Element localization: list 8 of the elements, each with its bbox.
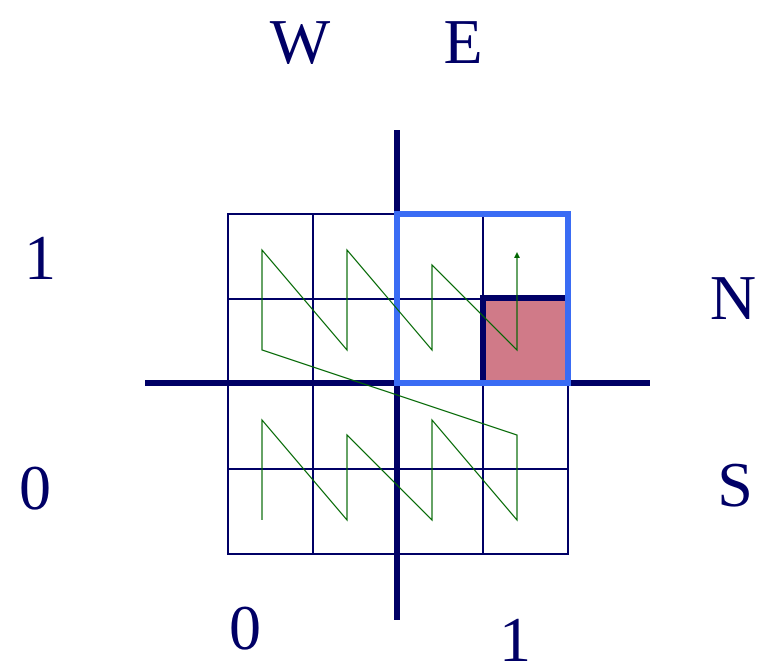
- axis-label: 1: [499, 608, 531, 670]
- axis-label: E: [443, 10, 483, 74]
- axis-label: 1: [24, 226, 56, 290]
- axis-label: S: [717, 453, 753, 517]
- axis-label: N: [710, 266, 756, 330]
- axis-label: 0: [19, 456, 51, 520]
- axis-label: W: [270, 10, 330, 74]
- axis-label: 0: [229, 596, 261, 660]
